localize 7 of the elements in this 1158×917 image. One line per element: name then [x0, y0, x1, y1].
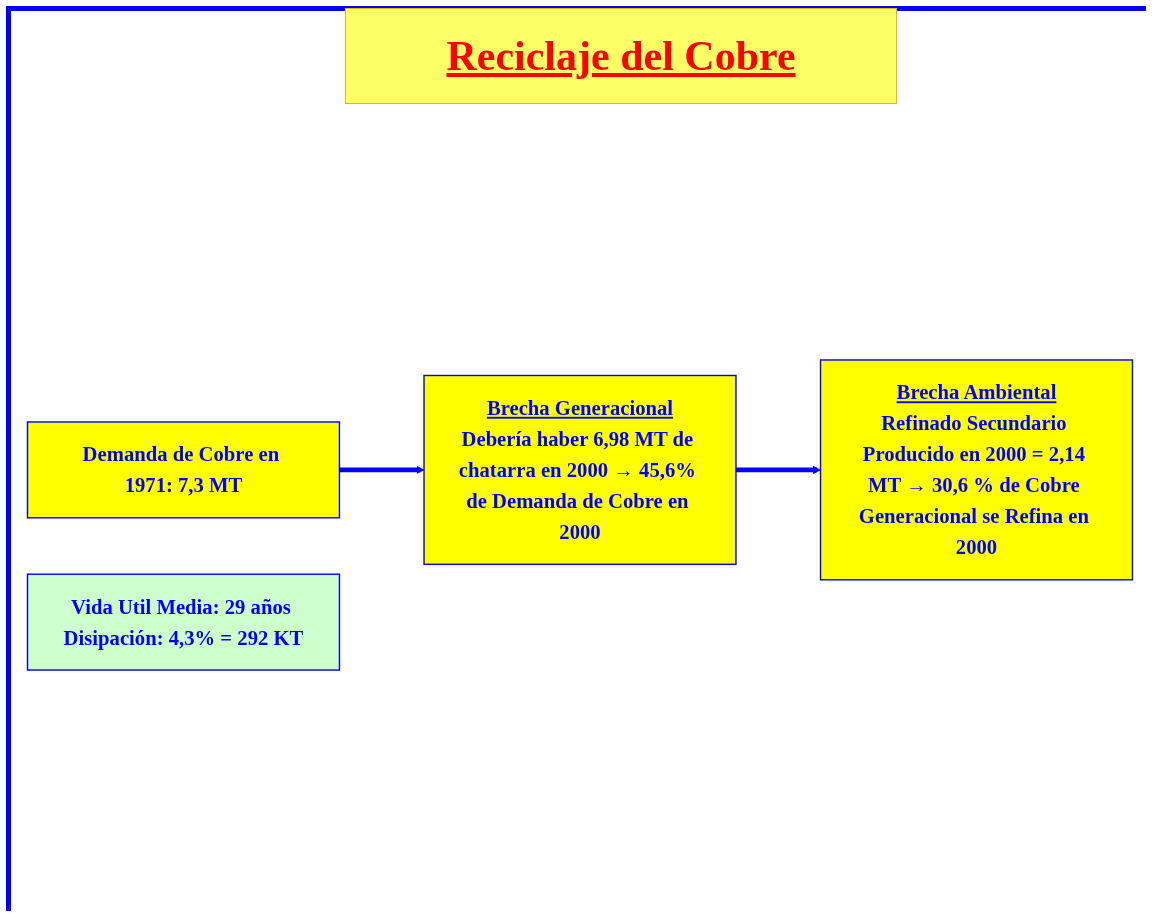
node-box: Demanda de Cobre en 1971: 7,3 MT	[26, 421, 341, 519]
arrow	[339, 465, 425, 475]
arrow	[735, 465, 821, 475]
node-box: Brecha Generacional Debería haber 6,98 MT de chatarra en 2000 → 45,6% de Demanda de Cobre en 2000	[423, 374, 737, 566]
title: Reciclaje del Cobre	[345, 8, 897, 104]
node-box: Brecha Ambiental Refinado Secundario Producido en 2000 = 2,14 MT → 30,6 % de Cobre Generacional se Refina en 2000	[819, 359, 1134, 581]
node-box: Vida Util Media: 29 años Disipación: 4,3% = 292 KT	[26, 573, 341, 671]
